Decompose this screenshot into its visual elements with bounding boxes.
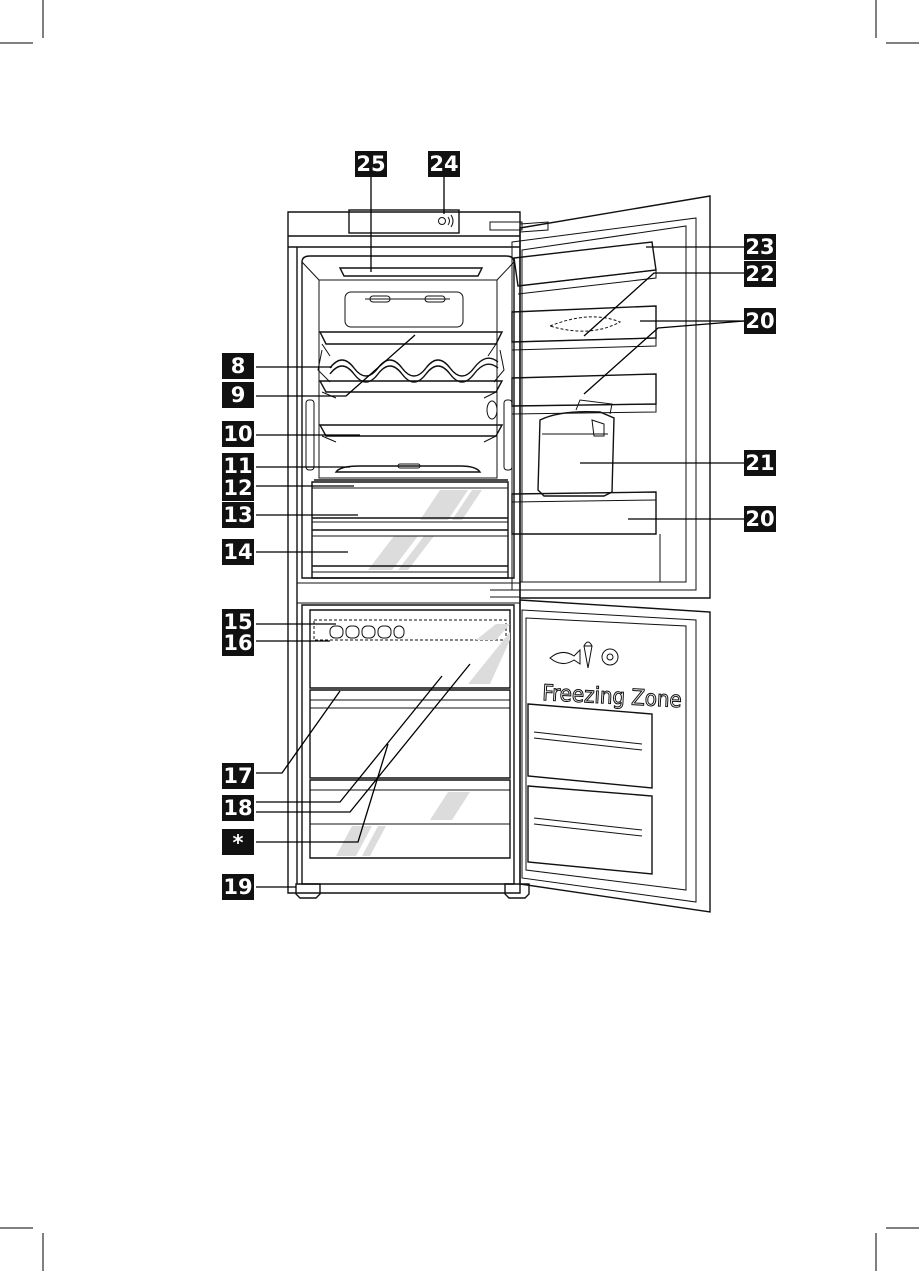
interior-led-light	[340, 268, 482, 276]
callout-13-text: 13	[223, 503, 252, 527]
callout-21: 21	[744, 450, 776, 476]
callout-20-lower-text: 20	[745, 507, 774, 531]
callout-20-upper-text: 20	[745, 309, 774, 333]
meat-icon	[602, 649, 618, 665]
fish-icon	[550, 650, 580, 664]
callout-21-text: 21	[745, 451, 774, 475]
crisper-drawers	[312, 482, 508, 578]
callout-11-text: 11	[223, 454, 252, 478]
water-dispenser-tank	[538, 412, 614, 496]
foot-right	[505, 884, 529, 898]
door-bin-middle	[512, 374, 656, 406]
callout-25-text: 25	[356, 152, 385, 176]
fridge-door	[512, 196, 710, 598]
callout-24: 24	[428, 151, 460, 177]
callout-14-text: 14	[223, 540, 252, 564]
callout-10-text: 10	[223, 422, 252, 446]
callout-14: 14	[222, 539, 254, 565]
callout-8-text: 8	[231, 354, 246, 378]
callout-22: 22	[744, 261, 776, 287]
callout-17: 17	[222, 763, 254, 789]
callout-16: 16	[222, 630, 254, 656]
freezer-food-icons	[550, 642, 618, 668]
callout-20-upper: 20	[744, 308, 776, 334]
wine-rack	[330, 358, 498, 376]
freezing-zone-label: Freezing Zone	[542, 681, 683, 713]
callout-12-text: 12	[223, 476, 252, 500]
callout-19: 19	[222, 874, 254, 900]
callout-17-text: 17	[223, 764, 252, 788]
door-bin-egg	[512, 306, 656, 342]
callout-star-text: *	[233, 831, 244, 855]
callout-badges: 8 9 10 11 12 13 14 15 16 17 18 * 19 25 2…	[222, 151, 776, 900]
callout-18-text: 18	[223, 796, 252, 820]
callout-13: 13	[222, 502, 254, 528]
callout-24-text: 24	[429, 152, 458, 176]
callout-16-text: 16	[223, 631, 252, 655]
callout-22-text: 22	[745, 262, 774, 286]
callout-9-text: 9	[231, 383, 246, 407]
callout-25: 25	[355, 151, 387, 177]
foot-left	[296, 884, 320, 898]
callout-23: 23	[744, 234, 776, 260]
door-alarm-sensor-icon	[439, 218, 446, 225]
fridge-compartment	[302, 256, 514, 578]
callout-9: 9	[222, 382, 254, 408]
callout-star: *	[222, 829, 254, 855]
ice-tray	[330, 626, 404, 638]
callout-12: 12	[222, 475, 254, 501]
glass-shelf-2	[320, 381, 502, 392]
control-panel	[349, 210, 459, 233]
callout-8: 8	[222, 353, 254, 379]
callout-10: 10	[222, 421, 254, 447]
callout-18: 18	[222, 795, 254, 821]
freezer-door: Freezing Zone	[520, 600, 710, 912]
door-bin-bottom	[512, 492, 656, 534]
callout-20-lower: 20	[744, 506, 776, 532]
ice-cream-icon	[584, 642, 592, 668]
door-bin-top	[514, 242, 656, 286]
callout-19-text: 19	[223, 875, 252, 899]
callout-23-text: 23	[745, 235, 774, 259]
